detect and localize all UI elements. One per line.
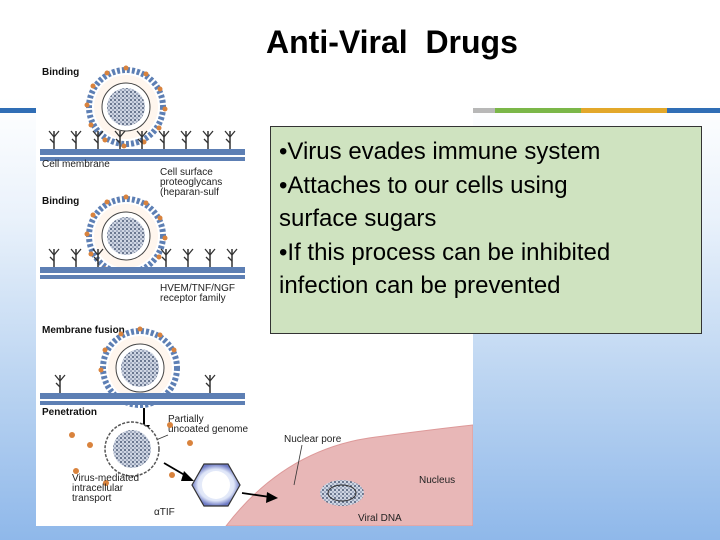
accent-bar-gray: [0, 108, 36, 113]
capsid-cytoplasm: [69, 421, 193, 486]
virus-entry-diagram: Binding Cell membrane Cell surface prote…: [40, 65, 473, 526]
bullet-line-3: surface sugars: [279, 205, 437, 232]
label-viral-dna: Viral DNA: [358, 513, 402, 524]
cell-membrane-3: [40, 393, 245, 405]
label-transport-3: transport: [72, 493, 112, 504]
cell-membrane-1: [40, 149, 245, 161]
cell-membrane-2: [40, 267, 245, 279]
bullet-line-5: infection can be prevented: [279, 272, 561, 299]
bullet-line-2: •Attaches to our cells using: [279, 171, 568, 199]
label-uncoated-2: uncoated genome: [168, 424, 249, 435]
stage-label-binding-1: Binding: [42, 67, 79, 78]
label-proteoglycans-1: Cell surface: [160, 167, 213, 178]
capsid-at-pore: [191, 463, 241, 507]
label-receptor-2: receptor family: [160, 293, 226, 304]
label-tif: αTIF: [154, 507, 175, 518]
bullet-text-box: •Virus evades immune system •Attaches to…: [270, 126, 702, 334]
accent-bar-left-gap: [473, 108, 495, 113]
virion-3: [98, 326, 178, 406]
nuclear-pore-pointer: [293, 444, 303, 486]
stage-label-penetration: Penetration: [42, 407, 97, 418]
label-nucleus: Nucleus: [419, 475, 455, 486]
viral-dna: [320, 480, 364, 506]
transport-arrows: [163, 462, 278, 503]
virion-1: [84, 65, 168, 149]
stage-label-binding-2: Binding: [42, 196, 79, 207]
accent-bar-blue: [667, 108, 720, 113]
accent-bar-green: [495, 108, 581, 113]
label-uncoated-1: Partially: [168, 414, 204, 425]
label-transport-2: intracellular: [72, 483, 124, 494]
label-receptor-1: HVEM/TNF/NGF: [160, 283, 235, 294]
label-proteoglycans-2: proteoglycans: [160, 177, 222, 188]
stage-label-membrane-fusion: Membrane fusion: [42, 325, 125, 336]
proteoglycans-1: [48, 130, 236, 150]
nucleus: [225, 424, 473, 526]
bullet-line-1: •Virus evades immune system: [279, 138, 601, 165]
accent-bar-gold: [581, 108, 667, 113]
label-transport-1: Virus-mediated: [72, 473, 139, 484]
label-cell-membrane: Cell membrane: [42, 159, 110, 170]
bullet-line-4: •If this process can be inhibited: [279, 238, 611, 266]
virion-2: [84, 194, 168, 278]
label-proteoglycans-3: (heparan-sulf: [160, 187, 219, 198]
label-nuclear-pore: Nuclear pore: [284, 434, 342, 445]
